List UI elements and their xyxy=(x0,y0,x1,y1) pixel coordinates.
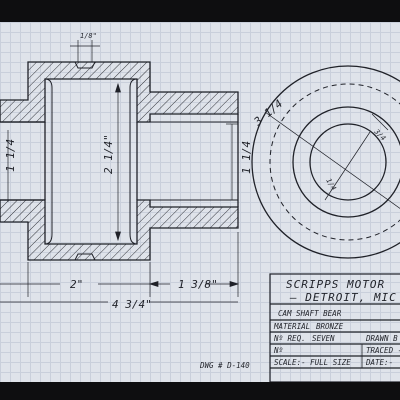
number-label: Nº xyxy=(273,346,283,355)
material-value: BRONZE xyxy=(316,322,344,331)
title-block-frame xyxy=(269,273,400,382)
dim-length-center: 2" xyxy=(70,278,83,291)
scale-label: SCALE:- FULL SIZE xyxy=(274,358,351,367)
bore-circle xyxy=(309,123,387,201)
hatched-wall-bottom xyxy=(0,199,239,261)
hub-circle xyxy=(292,106,400,218)
required-value: SEVEN xyxy=(312,334,335,343)
drawing-canvas: 1/8" 1 1/4 2 1/4" 1 1/4 2" 1 3/8" 4 3/4"… xyxy=(0,32,400,382)
dim-length-right: 1 3/8" xyxy=(178,278,218,291)
dim-side: 3/4 xyxy=(372,127,387,142)
drawing-sheet: 1/8" 1 1/4 2 1/4" 1 1/4 2" 1 3/8" 4 3/4"… xyxy=(0,22,400,382)
drawing-text: 1/8" 1 1/4 2 1/4" 1 1/4 2" 1 3/8" 4 3/4"… xyxy=(4,32,400,370)
drawing-number: DWG # D-140 xyxy=(199,361,250,370)
dim-overall-length: 4 3/4" xyxy=(112,298,152,311)
required-label: Nº REQ. xyxy=(273,334,306,343)
outer-circle xyxy=(251,65,400,259)
company-location: — DETROIT, MIC xyxy=(289,291,397,304)
dashed-circle xyxy=(269,83,400,241)
dim-inner-bore: 2 1/4" xyxy=(102,134,115,174)
dim-right-bore: 1 1/4 xyxy=(240,141,253,174)
section-view xyxy=(0,61,239,261)
drawn-label: DRAWN B xyxy=(365,334,398,343)
company-name: SCRIPPS MOTOR xyxy=(286,278,385,291)
traced-label: TRACED - xyxy=(366,346,400,355)
dim-top-wall: 1/8" xyxy=(80,32,97,40)
part-name: CAM SHAFT BEAR xyxy=(278,309,342,318)
end-view xyxy=(251,65,400,259)
dim-left-bore: 1 1/4 xyxy=(4,139,17,172)
dimension-lines xyxy=(0,40,240,303)
material-label: MATERIAL xyxy=(273,322,310,331)
dim-small: 1/4 xyxy=(324,177,337,192)
date-label: DATE:- xyxy=(365,358,393,367)
hatched-wall-top xyxy=(0,61,239,123)
dim-outer-dia: 3 1/4 xyxy=(251,97,285,129)
